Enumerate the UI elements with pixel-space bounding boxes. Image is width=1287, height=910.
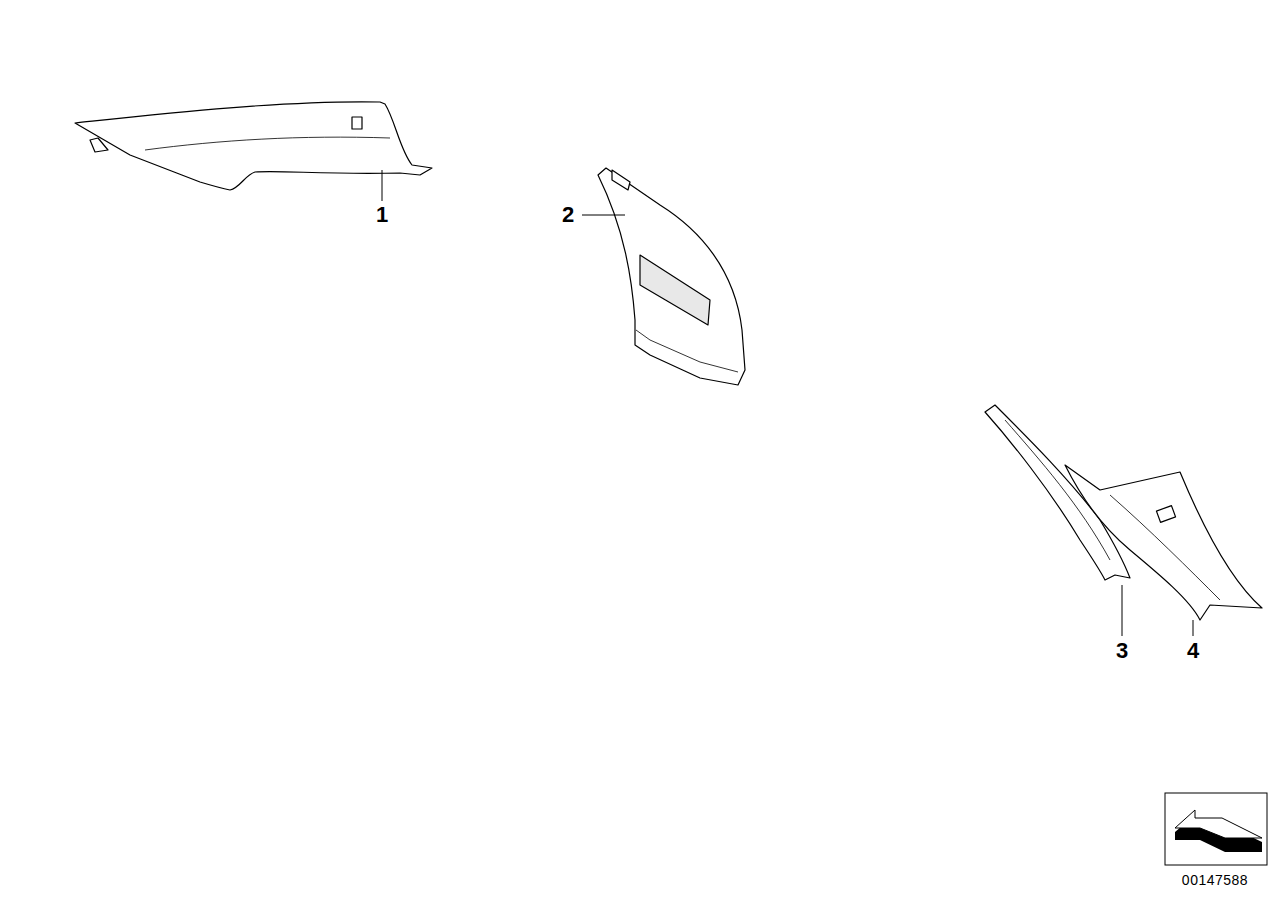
- callout-number: 1: [376, 204, 388, 226]
- callout-number: 2: [562, 204, 574, 226]
- diagram-code: 00147588: [1182, 873, 1248, 887]
- callout-number: 4: [1187, 640, 1199, 662]
- callout-number: 3: [1116, 640, 1128, 662]
